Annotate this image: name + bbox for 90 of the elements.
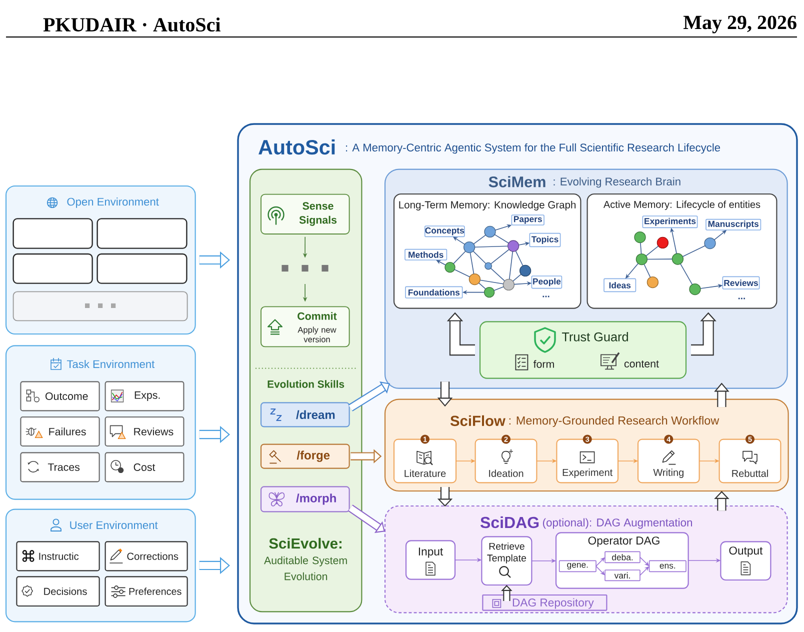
link-line — [473, 234, 486, 244]
module-panel: SciDAG (optional): DAG Augmentation Input Retrieve Template Operator DAG deba. gene. ens. vari. Output DAG Repository — [384, 505, 788, 614]
graph-node — [468, 273, 481, 286]
skill-tag: /forge — [260, 444, 350, 469]
graph-node — [656, 236, 669, 249]
header-title: PKUDAIR · AutoSci — [43, 17, 220, 32]
stage-card: Input — [405, 540, 456, 580]
stage-card: Retrieve Template — [481, 536, 532, 586]
link-line — [454, 269, 470, 278]
operator-panel: Operator DAG deba. gene. ens. vari. — [555, 532, 689, 589]
graph-node — [502, 278, 515, 291]
ellipsis-text: ... — [542, 296, 550, 298]
graph-node — [484, 226, 496, 238]
source-box — [12, 253, 93, 284]
item-card: Outcome — [20, 381, 100, 412]
repository-bar: DAG Repository — [482, 594, 608, 611]
operator-tag: deba. — [604, 551, 640, 564]
graph-node — [484, 262, 492, 270]
graph-node — [444, 262, 456, 273]
source-box — [12, 218, 93, 249]
step-card: Sense Signals — [260, 194, 350, 234]
operator-tag: ens. — [648, 560, 686, 572]
more-box — [12, 291, 188, 322]
source-box — [96, 218, 188, 249]
link-line — [508, 251, 514, 280]
graph-node — [634, 231, 646, 244]
skill-tag: /morph — [260, 486, 350, 512]
link-line — [494, 234, 510, 244]
link-line — [640, 242, 642, 254]
item-card: Cost — [104, 452, 184, 482]
link-line — [494, 286, 504, 291]
entity-tag: People — [531, 276, 562, 289]
graph-node — [646, 276, 659, 288]
graph-node — [689, 283, 701, 296]
link-line — [472, 250, 486, 264]
entity-tag: Ideas — [604, 278, 636, 292]
section-heading: Evolution Skills — [268, 380, 344, 388]
entity-tag: Methods — [404, 248, 448, 260]
environment-panel: Task Environment Outcome Exps. Failures Reviews Traces Cost — [5, 345, 196, 500]
item-card: Decisions — [16, 576, 100, 607]
skill-tag: /dream — [260, 402, 350, 428]
link-line — [490, 249, 510, 264]
graph-node — [484, 286, 495, 298]
link-line — [480, 280, 504, 284]
entity-tag: Papers — [511, 214, 544, 226]
arrow — [596, 566, 605, 576]
operator-tag: vari. — [604, 570, 640, 582]
entity-tag: Reviews — [722, 276, 760, 290]
graph-node — [519, 264, 532, 277]
guard-panel: Trust Guard form content — [479, 321, 687, 379]
link-line — [646, 246, 659, 256]
link-line — [682, 245, 706, 257]
link-line — [470, 252, 474, 274]
graph-node — [636, 253, 648, 266]
link-line — [515, 250, 524, 266]
item-card: Traces — [20, 452, 100, 482]
entity-tag: Topics — [529, 232, 561, 248]
step-card: Commit Apply new version — [260, 306, 350, 348]
item-card: Preferences — [104, 576, 188, 607]
ellipsis-text: ... — [738, 298, 745, 300]
item-card: Exps. — [104, 381, 184, 412]
graph-node — [704, 237, 716, 250]
stage-card: Output — [720, 541, 772, 581]
link-line — [644, 264, 651, 278]
graph-node — [463, 241, 476, 254]
ellipsis-icon — [282, 264, 328, 272]
item-card: Failures — [20, 416, 100, 447]
link-line — [478, 282, 486, 290]
source-box — [96, 253, 188, 284]
entity-tag: Manuscripts — [706, 218, 762, 230]
entity-tag: Experiments — [642, 216, 698, 228]
graph-node — [672, 253, 684, 265]
item-card: Corrections — [104, 541, 188, 572]
environment-panel: Open Environment — [5, 185, 196, 335]
environment-panel: User Environment Instructic Corrections Decisions Preferences — [5, 508, 196, 622]
entity-tag: Foundations — [405, 286, 463, 298]
link-line — [680, 263, 693, 285]
link-line — [490, 268, 506, 282]
operator-tag: gene. — [558, 560, 596, 572]
header-date: May 29, 2026 — [683, 16, 796, 34]
item-card: Instructic — [16, 541, 100, 572]
hollow-arrow — [348, 504, 385, 533]
graph-node — [507, 240, 520, 252]
link-line — [474, 246, 508, 248]
hollow-arrow — [348, 382, 390, 412]
link-line — [512, 274, 522, 282]
entity-tag: Concepts — [424, 226, 465, 238]
link-line — [453, 250, 466, 264]
link-line — [646, 258, 673, 260]
item-card: Reviews — [104, 416, 184, 447]
